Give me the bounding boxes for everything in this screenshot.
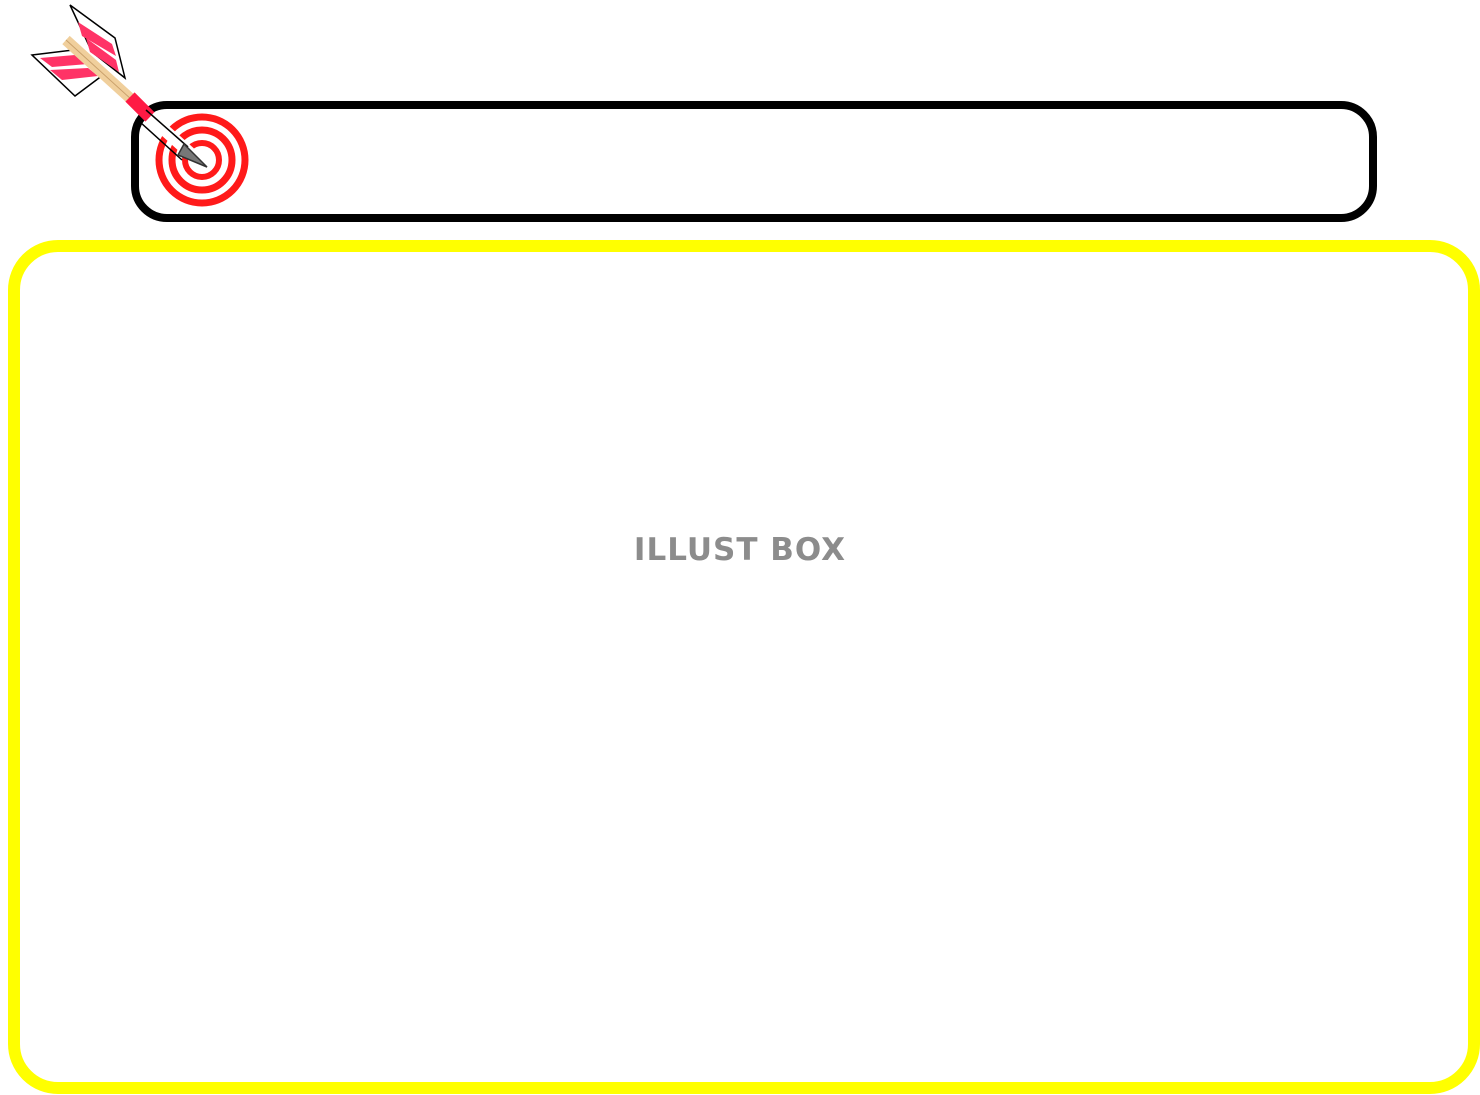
arrow-icon	[30, 4, 208, 168]
content-box	[8, 240, 1480, 1094]
dart-target-icon	[30, 4, 249, 207]
title-box	[131, 101, 1377, 222]
watermark-text: ILLUST BOX	[633, 532, 847, 568]
